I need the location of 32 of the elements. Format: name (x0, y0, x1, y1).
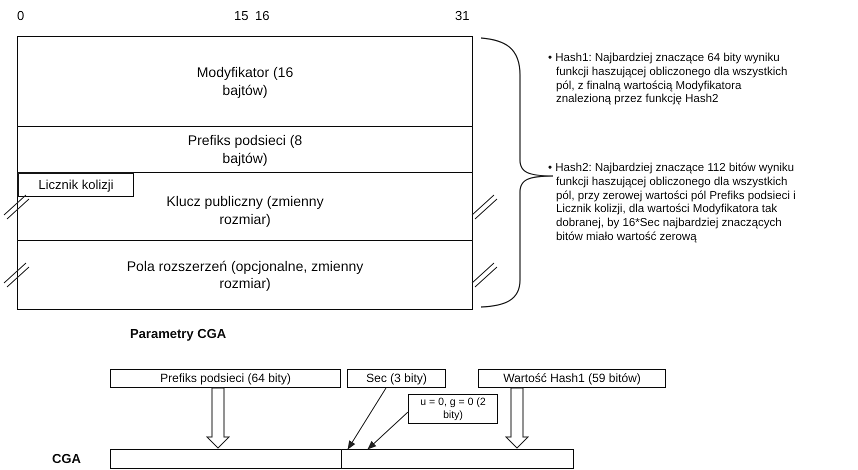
row-label: CGA (52, 451, 81, 466)
field-box (347, 369, 446, 388)
field-box (17, 126, 473, 173)
field-label: Pola rozszerzeń (opcjonalne, zmienny rozmiar) (126, 258, 364, 292)
field-box (17, 36, 473, 127)
field-box (408, 394, 498, 424)
bit-number: 31 (455, 8, 470, 23)
field-box (18, 173, 134, 197)
cga-bar-segment (110, 449, 342, 469)
block-arrow (504, 388, 530, 449)
cga-bar-segment (341, 449, 574, 469)
field-box (17, 240, 473, 310)
field-label: Klucz publiczny (zmienny rozmiar) (165, 193, 325, 228)
caption: Parametry CGA (130, 326, 226, 341)
field-label: Modyfikator (16 bajtów) (196, 64, 294, 99)
field-box (478, 369, 666, 388)
arrow (348, 388, 386, 450)
arrow (367, 412, 408, 450)
bit-number: 0 (17, 8, 24, 23)
field-label: Prefiks podsieci (8 bajtów) (186, 132, 304, 167)
bit-number: 15 (234, 8, 248, 23)
field-label: Licznik kolizji (38, 176, 114, 194)
field-label: Wartość Hash1 (59 bitów) (503, 371, 641, 386)
note-text: • Hash2: Najbardziej znaczące 112 bitów wyniku funkcji haszującej obliczonego dla wszystkich pól, przy zerowej wartości pól Prefiks podsieci i Licznik kolizji, dla wartości Modyfikatora tak dobranej, by 16*Sec najbardziej znaczących bitów miało wartość zerową (548, 162, 797, 245)
field-box (110, 369, 341, 388)
field-box (17, 172, 473, 241)
block-arrow (206, 388, 230, 449)
field-label: u = 0, g = 0 (2 bity) (419, 396, 487, 422)
field-label: Prefiks podsieci (64 bity) (160, 371, 291, 386)
note-text: • Hash1: Najbardziej znaczące 64 bity wyniku funkcji haszującej obliczonego dla wszystkich pól, z finalną wartością Modyfikatora znalezioną przez funkcję Hash2 (548, 52, 788, 108)
field-label: Sec (3 bity) (366, 371, 427, 386)
bit-number: 16 (255, 8, 270, 23)
